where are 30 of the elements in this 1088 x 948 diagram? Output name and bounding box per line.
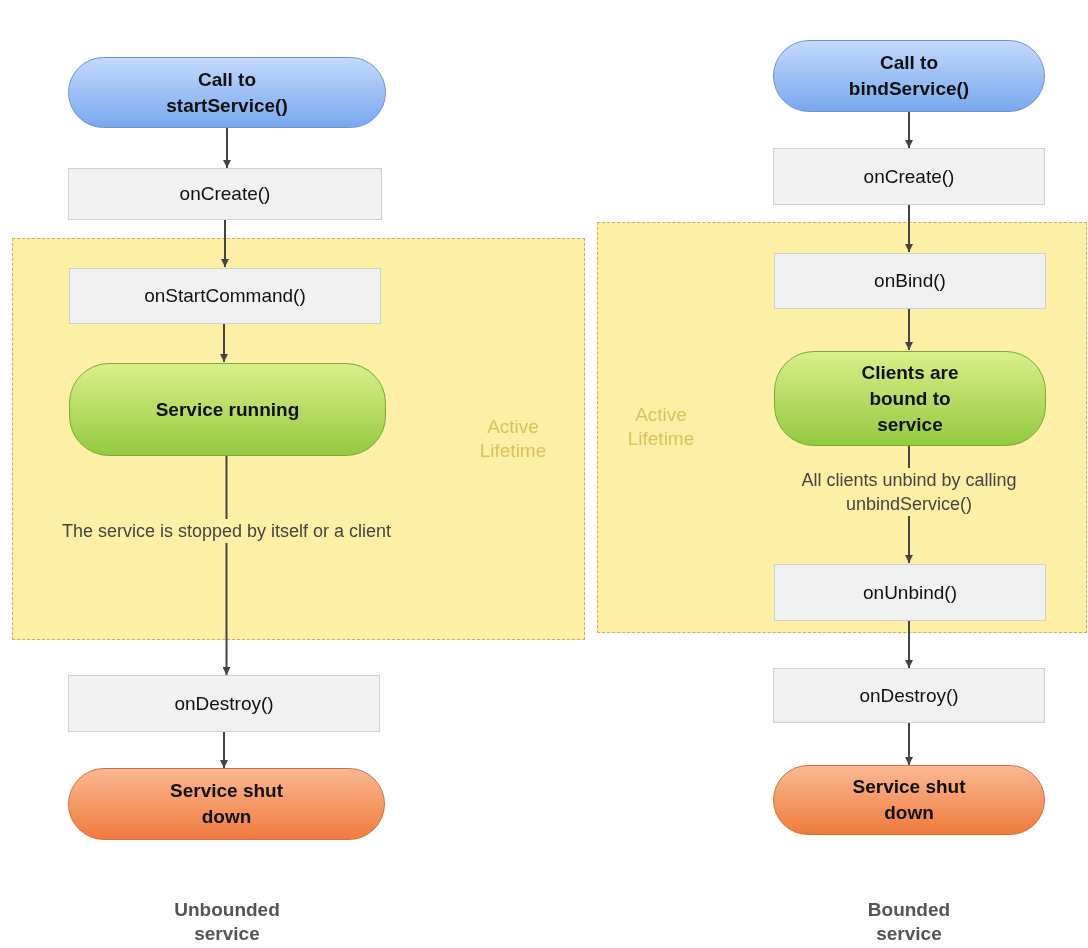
end-terminal: Service shut down xyxy=(773,765,1045,835)
region-label: Active Lifetime xyxy=(626,403,696,451)
arrow xyxy=(905,204,913,253)
region-label: Active Lifetime xyxy=(478,415,548,463)
edge-label: The service is stopped by itself or a client xyxy=(61,519,392,543)
process-box: onBind() xyxy=(774,253,1046,309)
arrow xyxy=(905,307,913,351)
process-box: onStartCommand() xyxy=(69,268,381,324)
state-terminal: Service running xyxy=(69,363,386,456)
process-box: onCreate() xyxy=(68,168,382,220)
arrow xyxy=(220,731,228,769)
active-lifetime-region xyxy=(12,238,585,640)
process-box: onDestroy() xyxy=(68,675,380,732)
arrow xyxy=(222,454,231,676)
caption: Bounded service xyxy=(866,898,952,946)
arrow xyxy=(905,619,913,669)
process-box: onCreate() xyxy=(773,148,1045,205)
end-terminal: Service shut down xyxy=(68,768,385,840)
start-terminal: Call to bindService() xyxy=(773,40,1045,112)
start-terminal: Call to startService() xyxy=(68,57,386,128)
state-terminal: Clients are bound to service xyxy=(774,351,1046,446)
arrow xyxy=(223,127,231,169)
arrow xyxy=(905,111,913,149)
arrow xyxy=(221,219,229,268)
caption: Unbounded service xyxy=(173,898,281,946)
arrow xyxy=(905,722,913,766)
process-box: onUnbind() xyxy=(774,564,1046,621)
arrow xyxy=(220,322,228,363)
active-lifetime-region xyxy=(597,222,1087,633)
process-box: onDestroy() xyxy=(773,668,1045,723)
